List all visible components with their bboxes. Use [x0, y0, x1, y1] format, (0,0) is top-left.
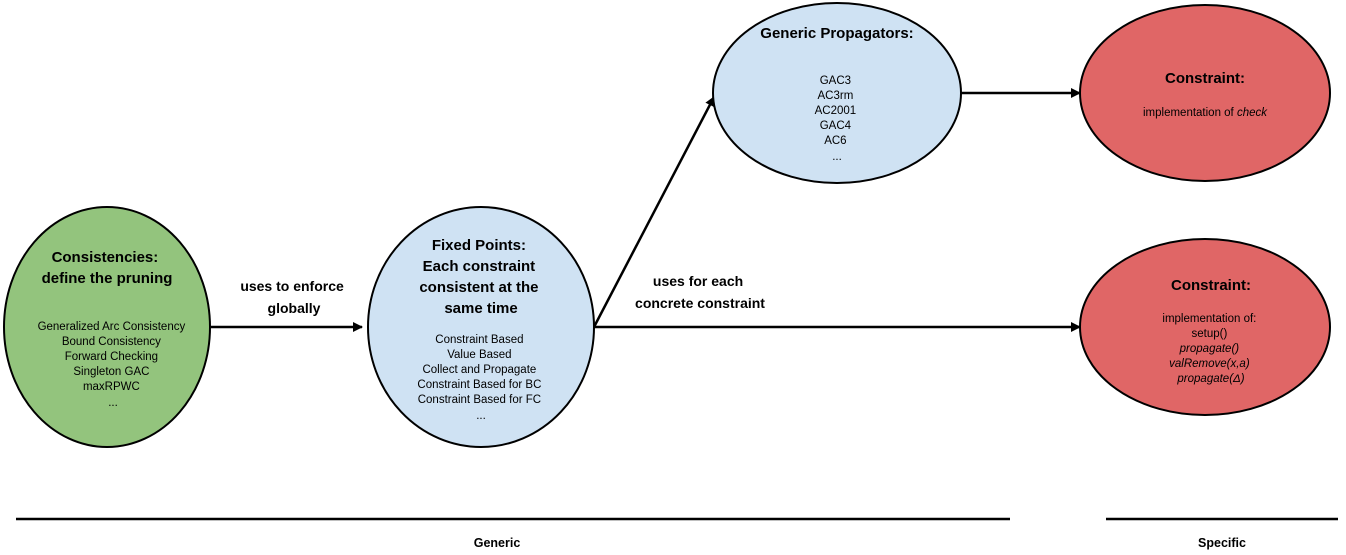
consistencies-title: Consistencies: define the pruning	[42, 249, 173, 287]
footer-generic-label: Generic	[474, 536, 521, 550]
label-uses-for-each-line-2: concrete constraint	[635, 295, 765, 311]
fixed-points-item: Value Based	[447, 349, 511, 361]
footer-specific-label: Specific	[1198, 536, 1246, 550]
consistencies-item: Bound Consistency	[62, 336, 161, 348]
label-uses-for-each-line-1: uses for each	[653, 273, 743, 289]
generic-propagators-title: Generic Propagators:	[760, 25, 913, 42]
constraint-impl-item: propagate(Δ)	[1176, 373, 1244, 385]
footer: Generic Specific	[16, 517, 1338, 550]
constraint-check-text: implementation of check	[1143, 107, 1268, 119]
consistencies-title-line-1: Consistencies:	[52, 249, 159, 266]
node-constraint-check: Constraint: implementation of check	[1079, 4, 1331, 182]
generic-propagators-item: AC6	[824, 135, 846, 147]
fixed-points-title: Fixed Points: Each constraint consistent…	[419, 237, 542, 317]
edges	[211, 88, 1081, 332]
label-uses-to-enforce-line-2: globally	[268, 300, 321, 316]
constraint-check-prefix: implementation of	[1143, 107, 1237, 119]
constraint-impl-item: valRemove(x,a)	[1169, 358, 1250, 370]
constraint-check-title: Constraint:	[1165, 70, 1245, 87]
generic-propagators-item: AC2001	[815, 105, 857, 117]
constraint-impl-intro: implementation of:	[1162, 313, 1256, 325]
consistencies-item: Generalized Arc Consistency	[38, 321, 186, 333]
node-constraint-impl: Constraint: implementation of: setup() p…	[1079, 238, 1331, 416]
consistencies-item: Forward Checking	[65, 351, 158, 363]
constraint-check-emph: check	[1237, 107, 1268, 119]
fixed-points-title-line-1: Fixed Points:	[432, 237, 526, 254]
consistencies-items: Generalized Arc Consistency Bound Consis…	[38, 321, 189, 409]
consistencies-item: ...	[108, 397, 118, 409]
node-fixed-points: Fixed Points: Each constraint consistent…	[367, 206, 595, 448]
label-uses-to-enforce: uses to enforce globally	[240, 278, 347, 316]
generic-propagators-item: GAC3	[820, 75, 851, 87]
node-fixed-points-shape	[367, 206, 595, 448]
node-constraint-check-shape	[1079, 4, 1331, 182]
generic-propagators-items: GAC3 AC3rm AC2001 GAC4 AC6 ...	[815, 75, 860, 163]
consistencies-title-line-2: define the pruning	[42, 270, 173, 287]
constraint-impl-title: Constraint:	[1171, 277, 1251, 294]
fixed-points-item: ...	[476, 410, 486, 422]
label-uses-to-enforce-line-1: uses to enforce	[240, 278, 344, 294]
generic-propagators-title-line-1: Generic Propagators:	[760, 25, 913, 42]
arrow-to-generic-propagators	[592, 96, 716, 328]
node-generic-propagators-shape	[712, 2, 962, 184]
generic-propagators-item: AC3rm	[818, 90, 854, 102]
fixed-points-item: Constraint Based	[435, 334, 523, 346]
constraint-impl-items: implementation of: setup() propagate() v…	[1162, 313, 1259, 385]
generic-propagators-item: ...	[832, 151, 842, 163]
fixed-points-title-line-2: Each constraint	[423, 258, 536, 275]
label-uses-for-each: uses for each concrete constraint	[635, 273, 765, 311]
fixed-points-title-line-3: consistent at the	[419, 279, 538, 296]
consistencies-item: Singleton GAC	[73, 366, 149, 378]
fixed-points-title-line-4: same time	[444, 300, 517, 317]
node-consistencies-shape	[3, 206, 211, 448]
constraint-impl-item: propagate()	[1179, 343, 1240, 355]
fixed-points-items: Constraint Based Value Based Collect and…	[417, 334, 544, 422]
generic-propagators-item: GAC4	[820, 120, 852, 132]
constraint-impl-item: setup()	[1192, 328, 1228, 340]
node-generic-propagators: Generic Propagators: GAC3 AC3rm AC2001 G…	[712, 2, 962, 184]
consistencies-item: maxRPWC	[83, 381, 140, 393]
fixed-points-item: Constraint Based for FC	[418, 394, 541, 406]
node-constraint-impl-shape	[1079, 238, 1331, 416]
fixed-points-item: Collect and Propagate	[422, 364, 536, 376]
fixed-points-item: Constraint Based for BC	[417, 379, 541, 391]
node-consistencies: Consistencies: define the pruning Genera…	[3, 206, 211, 448]
